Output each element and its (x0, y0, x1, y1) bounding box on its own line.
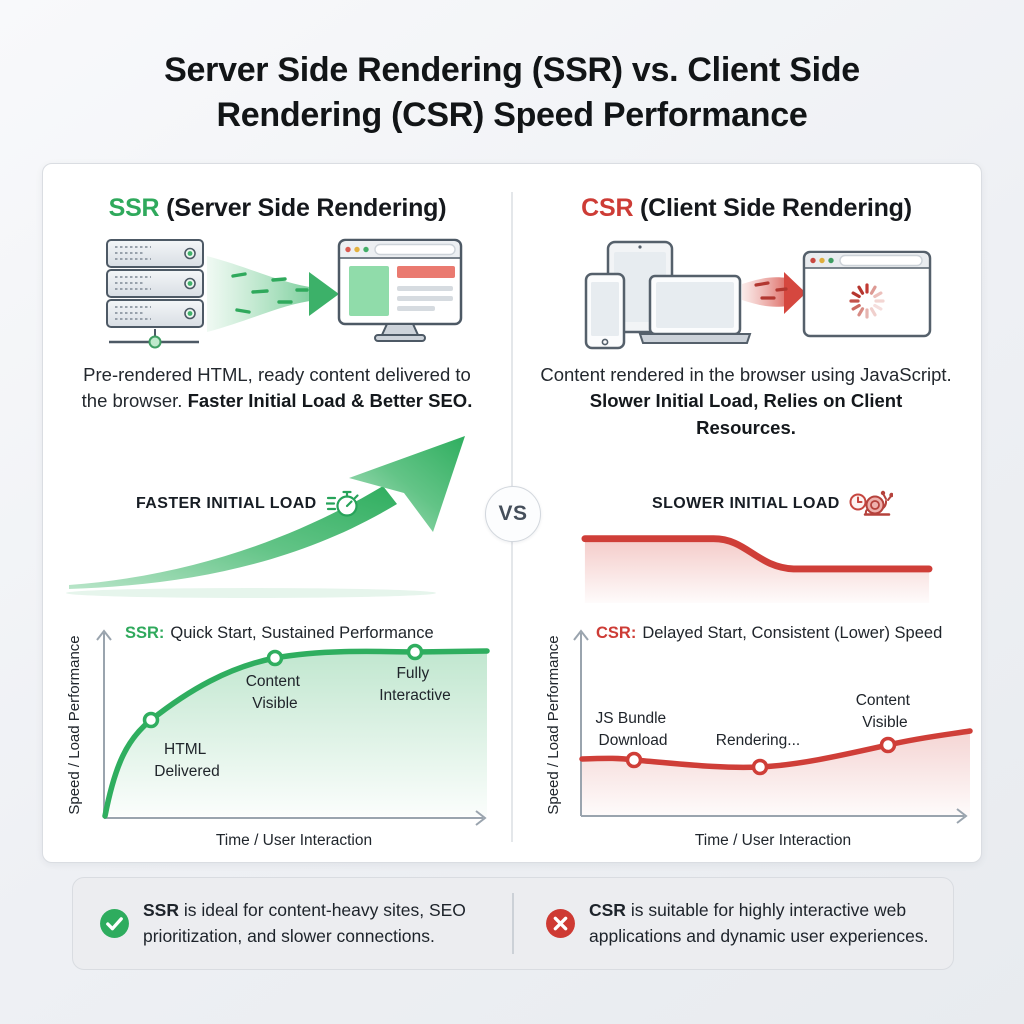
csr-description-normal: Content rendered in the browser using Ja… (540, 364, 952, 385)
ssr-data-points (142, 643, 424, 729)
csr-heading: CSR (Client Side Rendering) (512, 194, 981, 223)
vs-badge: VS (485, 486, 541, 542)
step-down-trend-icon (581, 535, 933, 604)
ssr-summary-text: SSR is ideal for content-heavy sites, SE… (143, 900, 466, 946)
ssr-column: SSR (Server Side Rendering) (43, 164, 512, 862)
ssr-heading-abbr: SSR (108, 194, 160, 222)
ssr-axes (96, 629, 487, 826)
browser-monitor-icon (337, 238, 463, 342)
growth-arrow-icon (66, 436, 465, 598)
page-title-line-2: Rendering (CSR) Speed Performance (216, 95, 808, 134)
ssr-chart-title: SSR:Quick Start, Sustained Performance (125, 624, 434, 642)
ssr-description: Pre-rendered HTML, ready content deliver… (71, 362, 483, 415)
ssr-summary-lead: SSR (143, 900, 179, 921)
csr-data-points (625, 736, 897, 776)
csr-point-label-rendering: Rendering... (716, 732, 800, 749)
check-icon (100, 909, 129, 938)
ssr-badge: FASTER INITIAL LOAD (136, 486, 360, 522)
csr-summary-text: CSR is suitable for highly interactive w… (589, 900, 929, 946)
ssr-heading-rest: (Server Side Rendering) (159, 194, 447, 222)
cross-icon (546, 909, 575, 938)
ssr-area-fill (105, 651, 487, 816)
csr-illustration (584, 240, 932, 350)
ssr-point-label-fully-interactive: Fully Interactive (379, 665, 451, 704)
csr-summary-lead: CSR (589, 900, 626, 921)
csr-description-bold: Slower Initial Load, Relies on Client Re… (589, 390, 903, 438)
csr-x-axis-label: Time / User Interaction (695, 832, 851, 849)
csr-y-axis-label: Speed / Load Performance (545, 635, 562, 814)
csr-area-fill (582, 731, 970, 816)
ssr-description-normal: Pre-rendered HTML, ready content deliver… (81, 364, 471, 412)
csr-heading-abbr: CSR (581, 194, 634, 222)
devices-icon (584, 240, 752, 350)
loading-browser-icon (802, 250, 932, 338)
ssr-badge-label: FASTER INITIAL LOAD (136, 495, 317, 512)
ssr-description-bold: Faster Initial Load & Better SEO. (187, 390, 473, 412)
csr-heading-rest: (Client Side Rendering) (633, 194, 912, 222)
stopwatch-icon (325, 490, 359, 517)
summary-panel: SSR is ideal for content-heavy sites, SE… (72, 877, 954, 970)
csr-point-label-content-visible: Content Visible (856, 692, 915, 731)
csr-summary: CSR is suitable for highly interactive w… (545, 878, 937, 969)
comparison-card: SSR (Server Side Rendering) (42, 163, 982, 863)
page-title: Server Side Rendering (SSR) vs. Client S… (0, 48, 1024, 138)
ssr-y-axis-label: Speed / Load Performance (66, 635, 83, 814)
csr-column: CSR (Client Side Rendering) (512, 164, 981, 862)
ssr-curve (102, 648, 490, 819)
summary-divider (512, 893, 514, 954)
request-stream-arrow-icon (742, 272, 806, 314)
server-stack-icon (106, 239, 204, 349)
csr-badge: SLOWER INITIAL LOAD (652, 486, 893, 522)
ssr-point-label-html-delivered: HTML Delivered (154, 741, 219, 780)
page-title-line-1: Server Side Rendering (SSR) vs. Client S… (164, 51, 860, 89)
csr-performance-chart: CSR:Delayed Start, Consistent (Lower) Sp… (545, 624, 973, 849)
ssr-x-axis-label: Time / User Interaction (216, 832, 372, 849)
ssr-illustration (106, 238, 463, 349)
ssr-summary: SSR is ideal for content-heavy sites, SE… (99, 878, 495, 969)
spinner-icon (849, 283, 885, 319)
snail-clock-icon (849, 490, 893, 516)
ssr-heading: SSR (Server Side Rendering) (43, 194, 512, 223)
ssr-performance-chart: SSR:Quick Start, Sustained Performance S… (66, 624, 490, 849)
csr-description: Content rendered in the browser using Ja… (540, 362, 952, 441)
csr-point-label-js-bundle: JS Bundle Download (596, 710, 671, 749)
data-stream-arrow-icon (207, 256, 339, 332)
csr-axes (573, 629, 968, 824)
csr-chart-title: CSR:Delayed Start, Consistent (Lower) Sp… (596, 624, 942, 642)
ssr-point-label-content-visible: Content Visible (246, 673, 305, 712)
csr-badge-label: SLOWER INITIAL LOAD (652, 495, 840, 512)
